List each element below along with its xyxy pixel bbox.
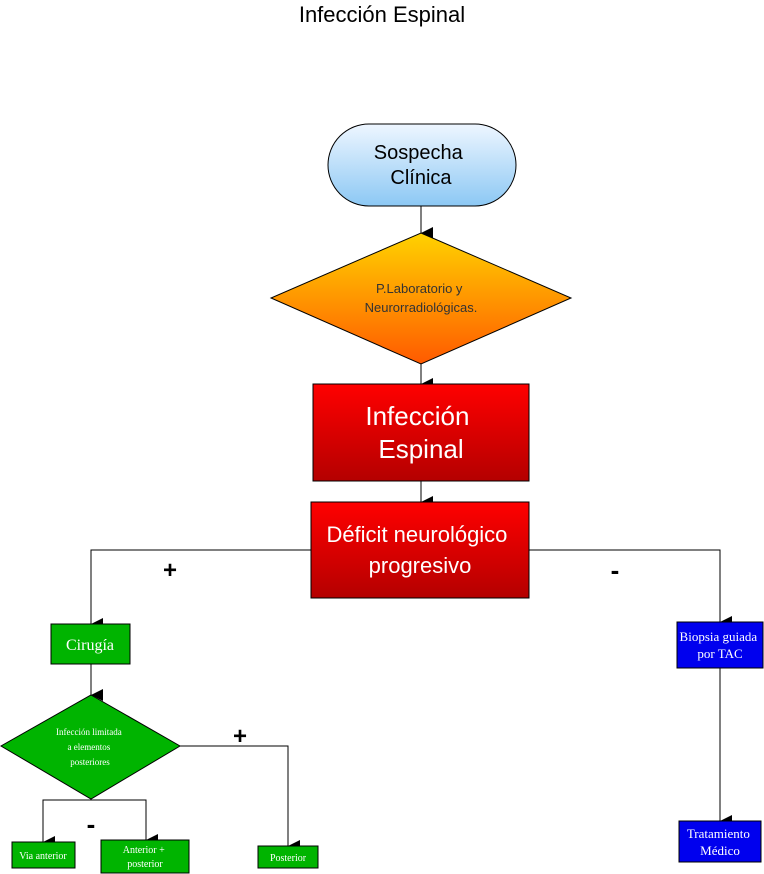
node-laboratorio-line-2: Neurorradiológicas. — [365, 300, 478, 315]
svg-text:Anterior + posterior: Anterior + posterior — [123, 845, 168, 870]
node-biopsia-line-2: por TAC — [697, 646, 742, 661]
diagram-title: Infección Espinal — [298, 2, 466, 27]
process-shape — [50, 623, 131, 665]
process-shape — [312, 383, 530, 482]
edge-limitada-posterior — [180, 745, 300, 852]
node-via-anterior-label: Via anterior — [19, 851, 67, 862]
process-shape — [11, 841, 76, 869]
svg-text:Déficit neurológico prog: Déficit neurológico progresivo — [326, 522, 513, 578]
node-cirugia-label: Cirugía — [66, 637, 114, 654]
node-infeccion-line-1: Infección — [365, 401, 469, 431]
node-limitada-line-3: posteriores — [70, 757, 110, 767]
process-shape — [676, 621, 764, 669]
node-biopsia: Biopsia guiada por TAC — [676, 621, 764, 669]
node-anterior-posterior-line-1: Anterior + — [123, 845, 165, 856]
process-shape — [257, 845, 319, 869]
node-sospecha-clinica: Sospecha Clínica — [327, 123, 517, 207]
edge-label-limitada-minus: - — [87, 809, 96, 839]
node-tratamiento-line-1: Tratamiento — [687, 826, 750, 841]
node-tratamiento-line-2: Médico — [700, 843, 740, 858]
node-anterior-posterior: Anterior + posterior — [100, 839, 190, 874]
node-posterior: Posterior — [257, 845, 319, 869]
node-tratamiento: Tratamiento Médico — [678, 820, 762, 863]
node-anterior-posterior-line-2: posterior — [127, 859, 163, 870]
edge-label-limitada-plus: + — [233, 723, 247, 750]
edge-deficit-cirugia — [90, 549, 311, 630]
edge-label-deficit-plus: + — [163, 557, 177, 584]
node-limitada-line-2: a elementos — [68, 742, 111, 752]
svg-text:Biopsia guiada por TAC: Biopsia guiada por TAC — [680, 629, 761, 661]
node-deficit-line-1: Déficit neurológico — [326, 522, 507, 547]
node-sospecha-line-1: Sospecha — [374, 142, 464, 164]
node-biopsia-line-1: Biopsia guiada — [680, 629, 758, 644]
edge-limitada-via-anterior — [42, 799, 91, 848]
node-deficit-line-2: progresivo — [369, 553, 472, 578]
node-infeccion-limitada: Infección limitada a elementos posterior… — [0, 694, 181, 800]
node-limitada-line-1: Infección limitada — [56, 727, 122, 737]
edge-label-deficit-minus: - — [611, 555, 620, 585]
process-shape — [100, 839, 190, 874]
svg-text:Tratamiento Médico: Tratamiento Médico — [687, 826, 753, 858]
node-cirugia: Cirugía — [50, 623, 131, 665]
node-laboratorio: P.Laboratorio y Neurorradiológicas. — [269, 232, 573, 365]
node-sospecha-line-2: Clínica — [390, 167, 452, 189]
terminator-shape — [327, 123, 517, 207]
node-posterior-label: Posterior — [270, 853, 307, 864]
node-infeccion-espinal: Infección Espinal — [312, 383, 530, 482]
node-infeccion-line-2: Espinal — [378, 434, 463, 464]
svg-text:P.Laboratorio y Neurorra: P.Laboratorio y Neurorradiológicas. — [365, 281, 478, 315]
decision-shape — [269, 232, 573, 365]
process-shape — [310, 501, 530, 599]
node-via-anterior: Via anterior — [11, 841, 76, 869]
svg-text:Infección limitada a ele: Infección limitada a elementos posterior… — [56, 727, 124, 767]
connectors — [42, 206, 732, 852]
node-deficit-neurologico: Déficit neurológico progresivo — [310, 501, 530, 599]
edge-deficit-biopsia — [529, 549, 732, 628]
edge-limitada-anterior-posterior — [91, 799, 158, 846]
node-laboratorio-line-1: P.Laboratorio y — [376, 281, 463, 296]
decision-shape — [0, 694, 181, 800]
svg-text:Sospecha Clínica: Sospecha Clínica — [374, 142, 469, 189]
process-shape — [678, 820, 762, 863]
svg-text:Infección Espinal: Infección Espinal — [365, 401, 476, 464]
